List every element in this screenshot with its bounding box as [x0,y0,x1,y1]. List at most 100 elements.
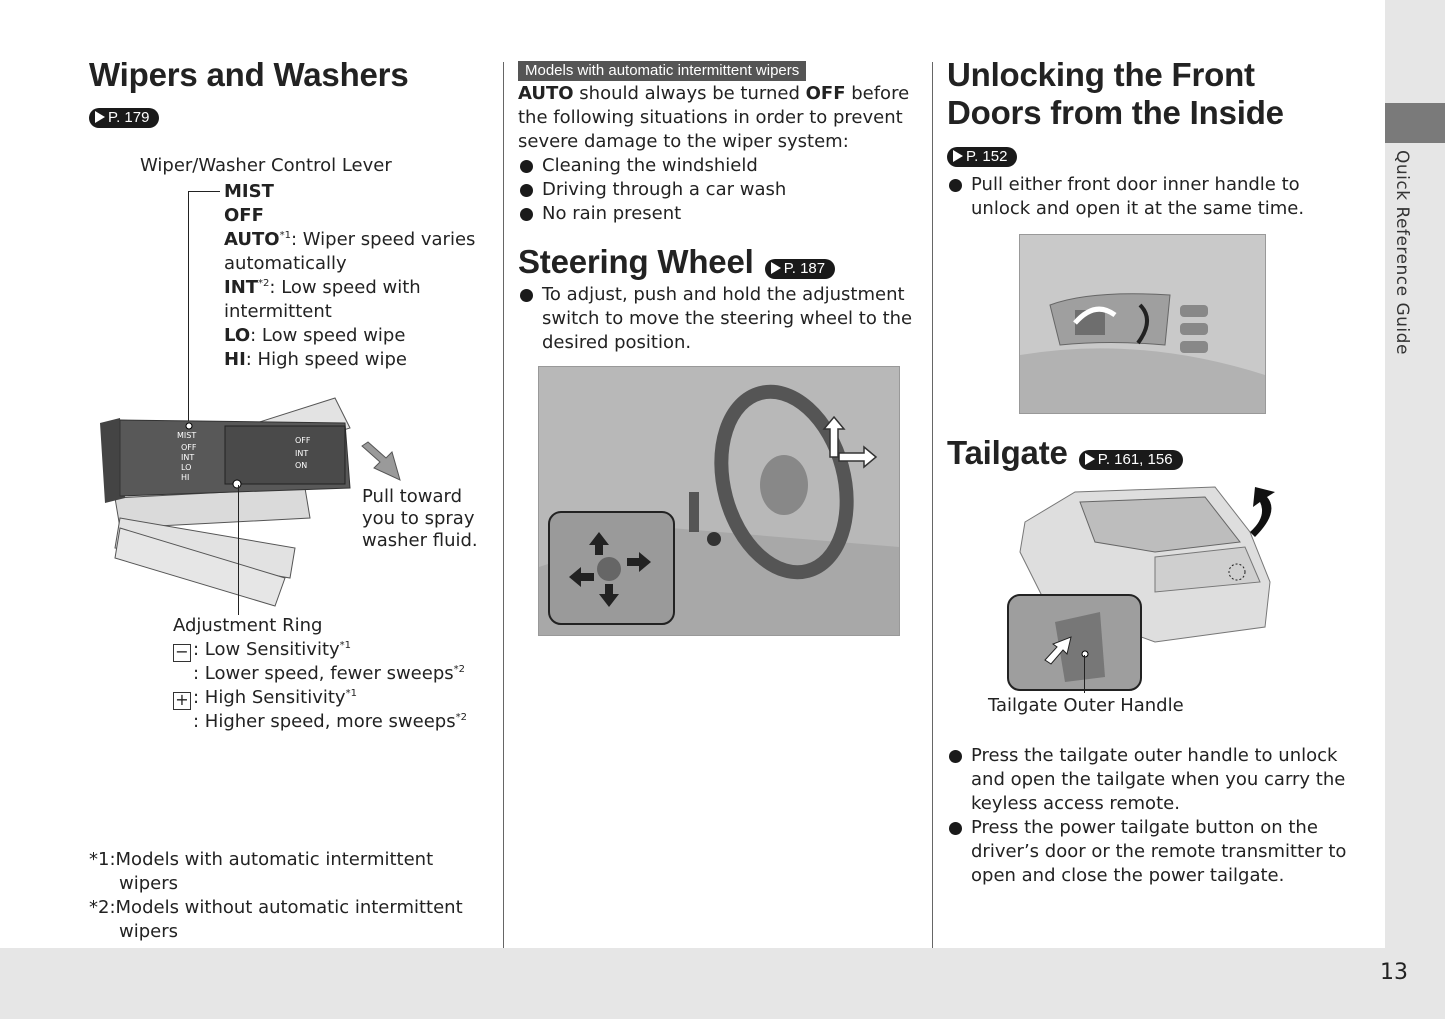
setting-int-desc2: intermittent [224,301,332,322]
auto-keyword: AUTO [518,83,574,104]
pull-line-2: you to spray [362,508,475,529]
steering-line-2: switch to move the steering wheel to the [542,308,913,329]
low-sensitivity-label: : Low Sensitivity [193,639,340,660]
column-divider-1 [503,62,504,948]
tailgate-ref-link[interactable]: P. 161, 156 [1078,449,1183,470]
tailgate-b2-line1: Press the power tailgate button on the [971,817,1318,838]
auto-notice-bullets: Cleaning the windshield Driving through … [518,154,918,226]
tailgate-b1-line1: Press the tailgate outer handle to unloc… [971,745,1338,766]
low-sensitivity-mark: *1 [339,640,352,651]
side-tab-band [1385,0,1445,948]
footnote-2-text: Models without automatic intermittent [115,897,463,918]
plus-symbol-icon: + [173,692,191,710]
mist-leader-line [188,191,220,192]
pull-line-3: washer fluid. [362,530,478,551]
footnote-1-text-2: wipers [119,873,179,894]
pull-instruction: Pull toward you to spray washer fluid. [362,486,478,552]
wipers-title: Wipers and Washers [89,56,409,93]
page-ref-arrow-icon [770,261,781,274]
svg-text:INT: INT [181,453,194,462]
steering-line-3: desired position. [542,332,692,353]
list-item: Press the tailgate outer handle to unloc… [947,744,1367,816]
svg-text:LO: LO [181,463,191,472]
auto-notice-line2: the following situations in order to pre… [518,107,903,128]
svg-text:MIST: MIST [177,431,196,440]
auto-notice-line3: severe damage to the wiper system: [518,131,849,152]
setting-mist: MIST [224,181,274,202]
list-item: Press the power tailgate button on the d… [947,816,1367,888]
lever-label: Wiper/Washer Control Lever [140,155,392,176]
setting-int-desc: : Low speed with [269,277,421,298]
svg-text:INT: INT [295,449,308,458]
minus-symbol-icon: − [173,644,191,662]
wipers-ref-text: P. 179 [108,108,150,126]
list-item: Cleaning the windshield [518,154,918,178]
steering-heading: Steering Wheel P. 187 [518,243,836,281]
setting-int: INT [224,277,259,298]
steering-title: Steering Wheel [518,243,754,280]
unlocking-line-1: Pull either front door inner handle to [971,174,1300,195]
auto-notice-text1: should always be turned [573,83,806,104]
door-handle-image [1019,234,1266,414]
unlocking-instructions: Pull either front door inner handle to u… [947,173,1367,221]
list-item: Driving through a car wash [518,178,918,202]
column-divider-2 [932,62,933,948]
unlocking-title-line1: Unlocking the Front [947,56,1255,93]
unlocking-title: Unlocking the Front Doors from the Insid… [947,56,1284,132]
mist-leader-vline [188,191,189,426]
handle-leader-line [1084,655,1085,693]
auto-notice: AUTO should always be turned OFF before … [518,82,918,226]
int-footnote-mark: *2 [258,278,270,289]
unlocking-line-2: unlock and open it at the same time. [971,198,1305,219]
adjustment-ring-section: Adjustment Ring −: Low Sensitivity*1 : L… [173,614,493,734]
footnote-1-mark: *1: [89,849,116,870]
steering-ref-link[interactable]: P. 187 [764,258,836,279]
list-item: Pull either front door inner handle to u… [947,173,1367,221]
tailgate-heading: Tailgate P. 161, 156 [947,434,1183,472]
high-desc-mark: *2 [455,712,467,723]
setting-auto: AUTO [224,229,280,250]
setting-lo-desc: : Low speed wipe [250,325,406,346]
tailgate-illustration [1007,486,1275,691]
wipers-ref-link[interactable]: P. 179 [89,107,160,128]
setting-auto-desc2: automatically [224,253,347,274]
page-number: 13 [1380,960,1408,985]
high-sensitivity-label: : High Sensitivity [193,687,346,708]
footnotes: *1:Models with automatic intermittent wi… [89,848,499,944]
model-tag: Models with automatic intermittent wiper… [518,60,807,81]
svg-text:OFF: OFF [295,436,311,445]
side-tab-label: Quick Reference Guide [1392,150,1412,355]
adjustment-ring-label: Adjustment Ring [173,615,323,636]
steering-instructions: To adjust, push and hold the adjustment … [518,283,918,355]
list-item: To adjust, push and hold the adjustment … [518,283,918,355]
footnote-1-text: Models with automatic intermittent [115,849,434,870]
side-tab-marker [1385,103,1445,143]
wiper-settings-list: MIST OFF AUTO*1: Wiper speed varies auto… [224,180,494,372]
page-footer-band [0,948,1445,1019]
page-ref-arrow-icon [1084,452,1095,465]
list-item: No rain present [518,202,918,226]
adjustment-leader-line [238,485,239,615]
tailgate-b1-line3: keyless access remote. [971,793,1180,814]
tailgate-b2-line2: driver’s door or the remote transmitter … [971,841,1347,862]
auto-footnote-mark: *1 [279,230,291,241]
auto-notice-text2: before [845,83,910,104]
setting-hi-desc: : High speed wipe [245,349,407,370]
unlocking-title-line2: Doors from the Inside [947,94,1284,131]
footnote-2-text-2: wipers [119,921,179,942]
model-tag-text: Models with automatic intermittent wiper… [518,61,807,81]
svg-text:HI: HI [181,473,189,482]
tailgate-title: Tailgate [947,434,1068,471]
off-keyword: OFF [805,83,846,104]
steering-wheel-image [538,366,900,636]
tailgate-b1-line2: and open the tailgate when you carry the [971,769,1346,790]
setting-lo: LO [224,325,251,346]
pull-arrow-icon [361,441,401,481]
steering-ref-text: P. 187 [783,259,826,277]
unlocking-ref-text: P. 152 [966,147,1008,165]
unlocking-ref-link[interactable]: P. 152 [947,146,1018,167]
tailgate-instructions: Press the tailgate outer handle to unloc… [947,744,1367,888]
high-sensitivity-desc: : Higher speed, more sweeps [193,711,456,732]
tailgate-handle-label: Tailgate Outer Handle [988,695,1184,716]
